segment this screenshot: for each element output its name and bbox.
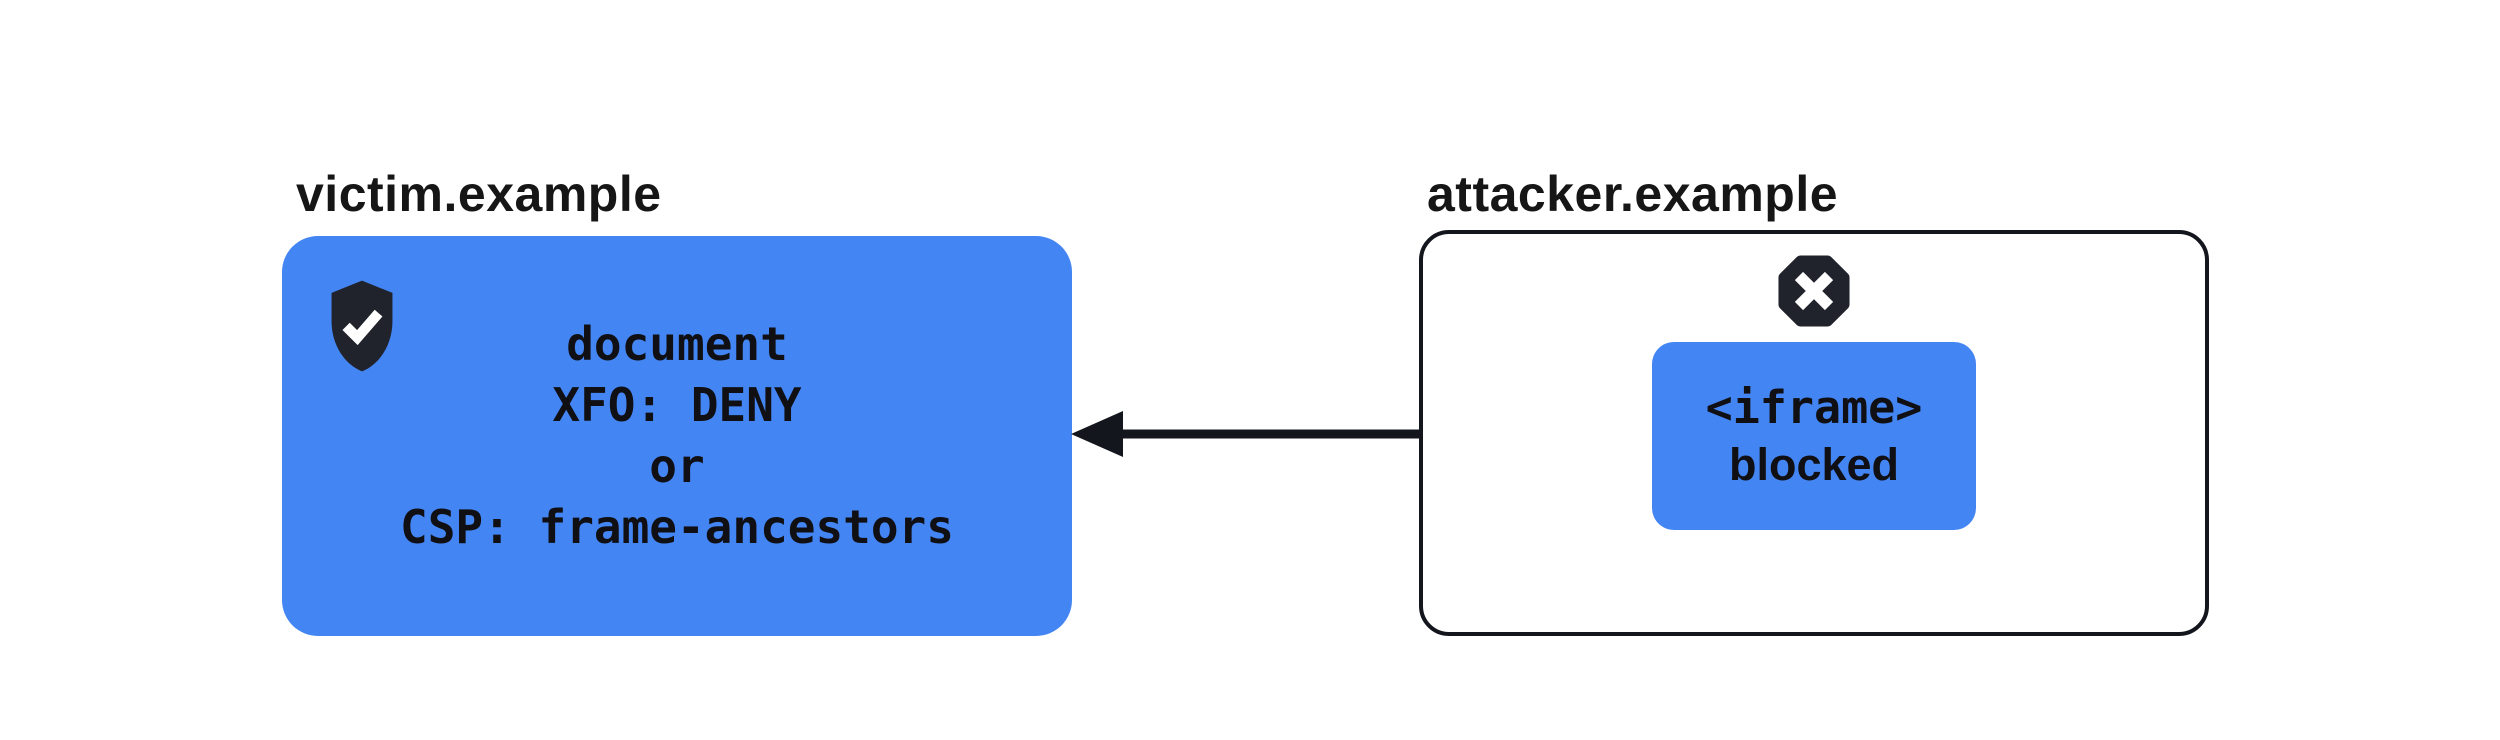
attacker-domain-label: attacker.example	[1427, 166, 1839, 222]
policy-line-document: document	[566, 317, 788, 371]
shield-check-icon	[322, 278, 402, 374]
policy-line-xfo-deny: XFO: DENY	[552, 378, 802, 432]
blocked-iframe-box: <iframe> blocked	[1652, 342, 1976, 530]
attacker-page-frame: <iframe> blocked	[1419, 230, 2209, 636]
victim-domain-label: victim.example	[296, 166, 662, 222]
victim-policy-text: document XFO: DENY or CSP: frame-ancesto…	[282, 236, 1072, 636]
iframe-tag-text: <iframe>	[1705, 381, 1923, 434]
policy-line-or: or	[649, 439, 705, 493]
policy-line-csp-frame-ancestors: CSP: frame-ancestors	[400, 500, 954, 554]
victim-document-card: document XFO: DENY or CSP: frame-ancesto…	[282, 236, 1072, 636]
iframe-blocked-text: blocked	[1728, 439, 1900, 490]
blocked-octagon-icon	[1773, 250, 1855, 332]
